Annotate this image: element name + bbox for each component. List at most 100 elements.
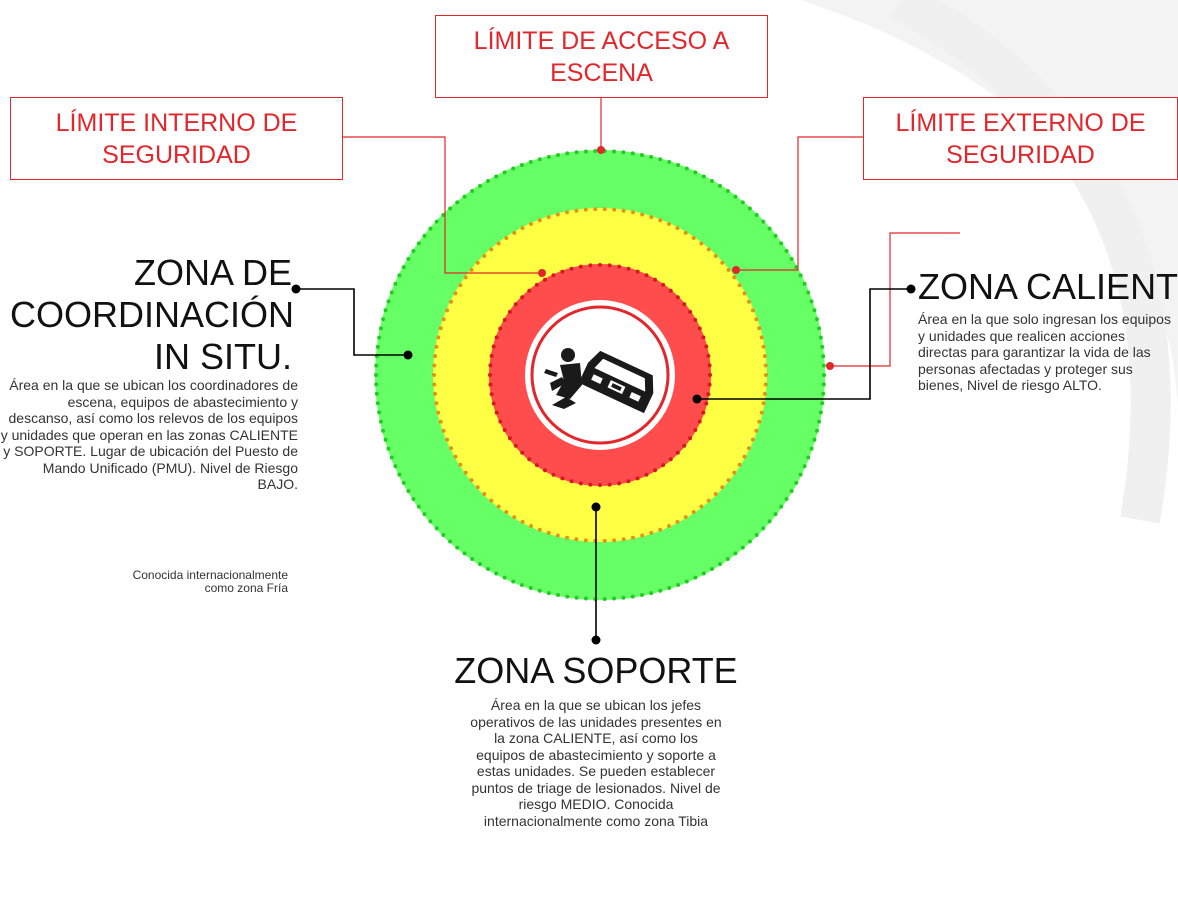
boundary-dot [482,253,487,258]
boundary-dot [520,226,525,231]
boundary-dot [701,571,706,576]
boundary-dot [438,419,443,424]
zona-soporte-point [591,635,601,645]
boundary-dot [693,575,698,580]
boundary-dot [720,485,725,490]
boundary-dot [704,344,709,349]
boundary-dot [463,275,468,280]
boundary-dot [784,249,789,254]
boundary-dot [794,480,799,485]
boundary-dot [789,489,794,494]
boundary-dot [754,533,759,538]
limite-acceso-label: LÍMITE DE ACCESO A ESCENA [473,26,730,87]
boundary-dot [462,551,467,556]
boundary-dot [445,437,450,442]
boundary-dot [706,498,711,503]
boundary-dot [432,363,437,368]
zona-soporte-description: Área en la que se ubican los jefes opera… [470,697,722,829]
boundary-dot [708,373,712,377]
boundary-dot [693,318,698,322]
boundary-dot [761,401,766,406]
boundary-dot [821,354,826,359]
boundary-dot [742,291,747,296]
boundary-dot [486,566,490,571]
boundary-dot [718,562,723,567]
boundary-dot [649,154,654,159]
boundary-dot [699,241,704,246]
boundary-dot [704,401,709,406]
boundary-dot [693,170,698,175]
boundary-dot [489,247,494,252]
boundary-dot [761,526,766,531]
boundary-dot [546,215,551,220]
boundary-dot [789,256,794,261]
boundary-dot [725,556,730,561]
limite-interno-box: LÍMITE INTERNO DE SEGURIDAD [10,97,343,180]
boundary-dot [701,410,706,415]
boundary-dot [675,295,680,300]
boundary-dot [658,157,663,162]
boundary-dot [683,515,688,520]
boundary-dot [560,476,565,481]
boundary-dot [820,401,825,406]
boundary-dot [455,200,460,205]
boundary-dot [693,428,698,432]
boundary-dot [602,207,607,212]
boundary-dot [630,535,635,540]
boundary-dot [422,233,427,238]
boundary-dot [520,519,525,524]
boundary-dot [422,512,427,517]
boundary-dot [448,539,453,544]
boundary-dot [821,391,826,396]
boundary-dot [397,472,402,477]
boundary-dot [757,419,762,424]
limite-interno-label: LÍMITE INTERNO DE SEGURIDAD [55,108,298,169]
zona-soporte-title: ZONA SOPORTE [454,650,738,691]
boundary-dot [706,353,711,358]
car-accident-icon [544,348,654,414]
boundary-dot [546,591,551,596]
boundary-dot [809,299,814,304]
zona-soporte-ring-point [591,502,601,512]
boundary-dot [428,226,433,231]
boundary-dot [381,317,386,322]
boundary-dot [528,586,533,591]
boundary-dot [441,212,446,217]
boundary-dot [733,194,738,199]
boundary-dot [502,575,507,580]
boundary-dot [675,519,680,524]
boundary-dot [383,308,388,313]
boundary-dot [684,579,689,584]
boundary-dot [537,218,542,223]
boundary-dot [551,273,556,278]
boundary-dot [445,308,450,313]
boundary-dot [463,470,468,475]
zona-caliente-connector [830,232,960,367]
boundary-dot [441,533,446,538]
boundary-dot [682,443,687,448]
boundary-dot [617,481,622,486]
boundary-dot [537,157,542,162]
boundary-dot [507,309,512,314]
boundary-dot [697,419,702,424]
boundary-dot [649,530,654,535]
boundary-dot [477,183,482,188]
boundary-dot [512,515,517,520]
boundary-dot [737,462,742,467]
boundary-dot [602,538,607,543]
boundary-dot [802,281,807,286]
zona-caliente-title: ZONA CALIENTE [918,266,1178,307]
boundary-dot [593,207,598,212]
boundary-dot [486,179,490,184]
boundary-dot [798,472,803,477]
boundary-dot [806,290,811,295]
limite-externo-dots [432,207,768,543]
zona-coordinacion-ring-point [403,350,413,360]
boundary-dot [377,410,382,415]
boundary-dot [773,512,778,517]
boundary-dot [626,479,631,484]
limite-acceso-box: LÍMITE DE ACCESO A ESCENA [435,15,768,98]
boundary-dot [565,594,570,599]
boundary-dot [621,150,626,155]
boundary-dot [513,302,518,307]
